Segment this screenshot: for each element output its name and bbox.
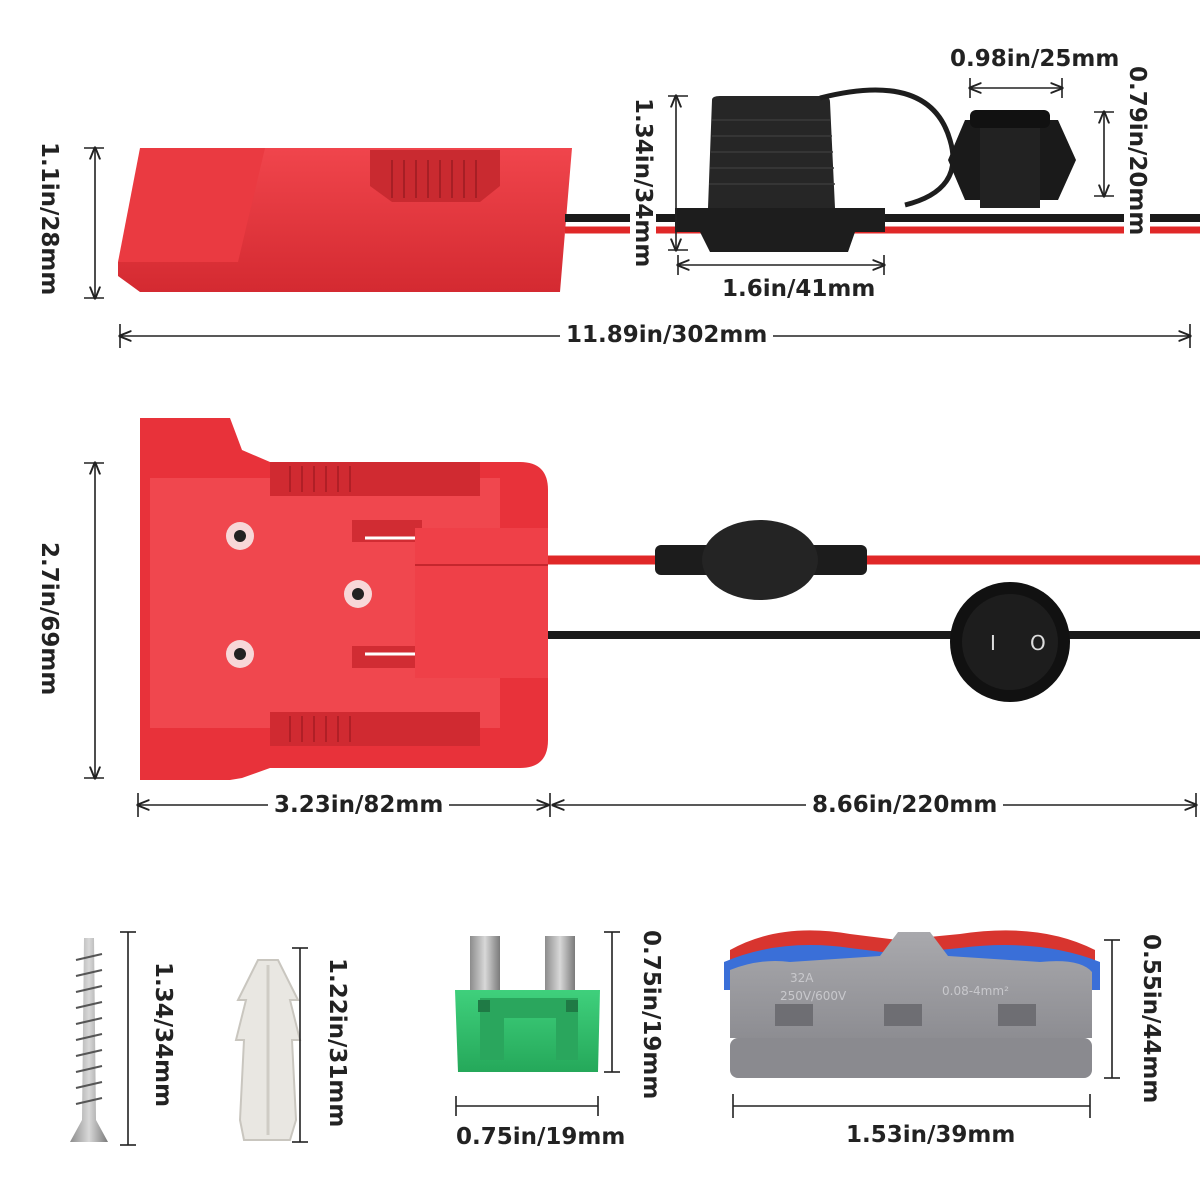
top-cables [548, 555, 1200, 639]
label-connector-width: 1.53in/39mm [840, 1122, 1022, 1148]
adapter-side-view [118, 148, 572, 292]
label-fuse-holder-width: 1.6in/41mm [716, 276, 882, 302]
label-total-length: 11.89in/302mm [560, 322, 774, 348]
label-fuse-holder-height: 1.34in/34mm [630, 94, 656, 272]
label-switch-width: 0.98in/25mm [944, 46, 1126, 72]
label-anchor-length: 1.22in/31mm [324, 954, 350, 1132]
inline-fuse-holder-top [655, 520, 867, 600]
connector-voltage-text: 250V/600V [780, 989, 847, 1003]
switch-off-symbol: O [1030, 631, 1046, 655]
label-cable-length: 8.66in/220mm [806, 792, 1004, 818]
connector-rating-text: 32A [790, 971, 814, 985]
blade-fuse [455, 936, 600, 1072]
wall-anchor [234, 959, 302, 1141]
switch-side [948, 110, 1076, 208]
switch-on-symbol: I [990, 631, 996, 655]
label-switch-height: 0.79in/20mm [1124, 62, 1150, 240]
fuse-holder-side [675, 87, 956, 252]
label-connector-height: 0.55in/44mm [1138, 930, 1164, 1108]
adapter-top-view [140, 418, 548, 780]
label-fuse-height: 0.75in/19mm [638, 926, 664, 1104]
label-fuse-width: 0.75in/19mm [450, 1124, 632, 1150]
lever-wire-connector: 32A 250V/600V 0.08-4mm² [724, 930, 1100, 1078]
label-adapter-length: 3.23in/82mm [268, 792, 450, 818]
label-screw-length: 1.34/34mm [150, 958, 176, 1112]
screw [70, 938, 108, 1142]
rocker-switch-top: I O [950, 582, 1070, 702]
label-adapter-width: 2.7in/69mm [36, 538, 62, 700]
connector-gauge-text: 0.08-4mm² [942, 984, 1009, 998]
label-adapter-height: 1.1in/28mm [36, 138, 62, 300]
